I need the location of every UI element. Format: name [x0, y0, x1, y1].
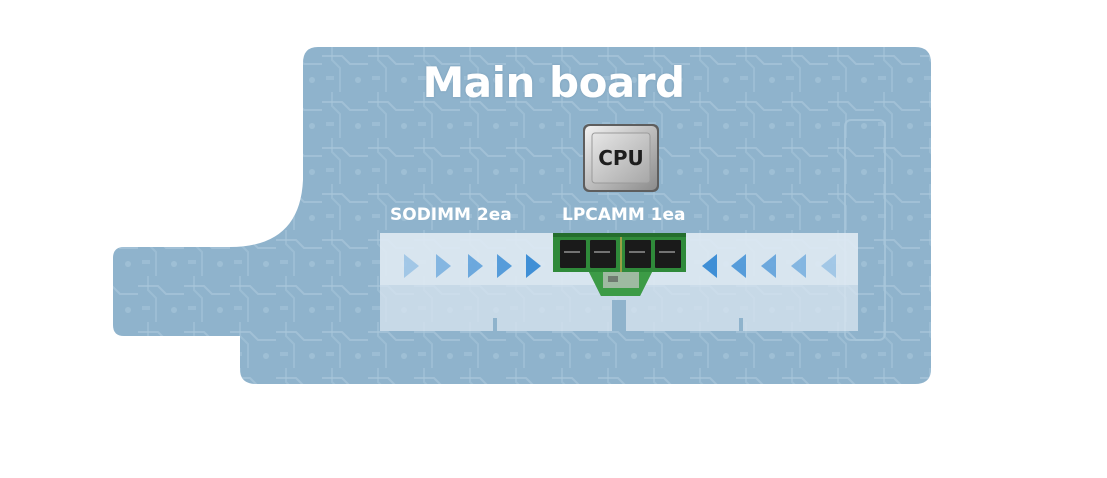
chevron-arrow-icon: [404, 254, 419, 278]
arrows-left: [404, 254, 541, 278]
chevron-arrow-icon: [821, 254, 836, 278]
page-title: Main board: [422, 58, 685, 107]
lpcamm-label: LPCAMM 1ea: [562, 205, 686, 225]
cpu-chip-icon: [583, 124, 659, 192]
chevron-arrow-icon: [761, 254, 776, 278]
chevron-arrow-icon: [497, 254, 512, 278]
chevron-arrow-icon: [526, 254, 541, 278]
board-pads: [844, 119, 886, 341]
chevron-arrow-icon: [791, 254, 806, 278]
chevron-arrow-icon: [702, 254, 717, 278]
chevron-arrow-icon: [436, 254, 451, 278]
arrows-right: [702, 254, 836, 278]
chevron-arrow-icon: [468, 254, 483, 278]
chevron-arrow-icon: [731, 254, 746, 278]
sodimm-label: SODIMM 2ea: [390, 205, 512, 225]
cpu-label: CPU: [598, 146, 644, 170]
lpcamm-module-icon: [553, 233, 686, 296]
